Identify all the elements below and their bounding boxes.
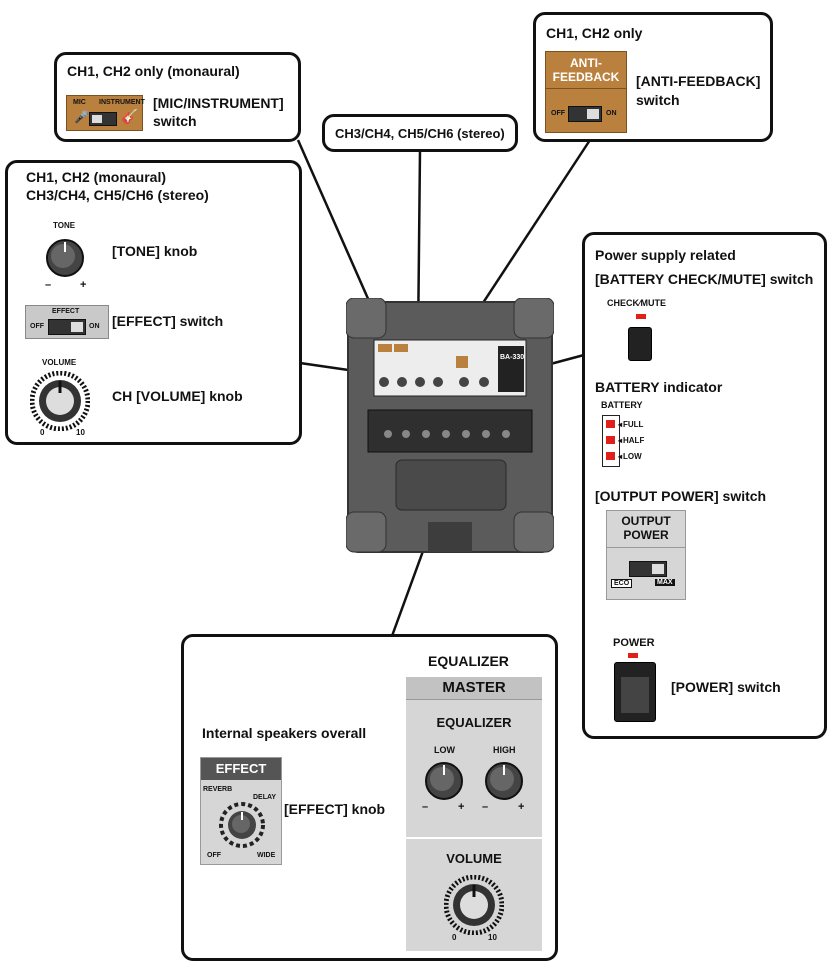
battery-level-full: FULL [623, 420, 644, 429]
master-panel-label: MASTER [442, 679, 506, 696]
master-effect-knob[interactable] [219, 802, 265, 848]
battery-caption: BATTERY [601, 400, 643, 410]
effect-wide-position-label: WIDE [257, 852, 276, 859]
output-panel-line1: OUTPUT [621, 514, 671, 528]
effect-panel: EFFECT OFF ON [25, 305, 109, 339]
box-heading-line1: CH1, CH2 (monaural) [26, 169, 167, 185]
effect-switch[interactable] [48, 319, 86, 335]
power-led [628, 653, 638, 658]
master-effect-knob-label: [EFFECT] knob [284, 801, 386, 817]
eq-high-knob[interactable] [484, 761, 524, 801]
volume-max: 10 [76, 428, 85, 437]
output-panel-line2: POWER [623, 528, 669, 542]
tone-minus: – [45, 279, 52, 291]
master-volume-panel-label: VOLUME [446, 851, 502, 866]
anti-feedback-on-label: ON [606, 110, 617, 117]
box-heading: CH3/CH4, CH5/CH6 (stereo) [335, 126, 505, 141]
anti-feedback-panel-line2: FEEDBACK [552, 70, 620, 84]
equalizer-heading: EQUALIZER [428, 653, 509, 669]
panel-instrument-label: INSTRUMENT [99, 99, 145, 106]
guitar-icon: 🎸 [121, 108, 139, 124]
eq-high-plus: + [518, 801, 525, 813]
master-panel: MASTER EQUALIZER LOW HIGH – + – + VOLUME… [406, 677, 542, 951]
anti-feedback-switch[interactable] [568, 106, 602, 122]
battery-led-half [606, 436, 615, 444]
tone-knob-label: [TONE] knob [112, 243, 198, 259]
internal-speakers-heading: Internal speakers overall [202, 725, 367, 741]
output-eco-label: ECO [611, 579, 633, 588]
master-volume-min: 0 [452, 933, 457, 942]
eq-low-plus: + [458, 801, 465, 813]
battery-level-low: LOW [623, 452, 642, 461]
check-mute-led [636, 314, 646, 319]
check-mute-caption: CHECK⁄MUTE [607, 298, 667, 308]
output-power-switch[interactable] [629, 561, 667, 577]
tone-plus: + [80, 279, 87, 291]
battery-check-mute-switch[interactable] [628, 327, 652, 361]
eq-high-minus: – [482, 801, 489, 813]
amp-model-label: BA-330 [500, 354, 525, 361]
master-effect-panel-label: EFFECT [215, 761, 267, 776]
battery-indicator [602, 415, 620, 467]
box-master: EQUALIZER MASTER EQUALIZER LOW HIGH – + … [181, 634, 558, 961]
amplifier-illustration: BA-330 [345, 297, 555, 558]
mic-instrument-label-2: switch [153, 113, 197, 129]
box-power-related: Power supply related [BATTERY CHECK/MUTE… [582, 232, 827, 739]
tone-knob[interactable] [45, 238, 85, 278]
master-effect-panel: EFFECT REVERB DELAY OFF WIDE [200, 757, 282, 865]
mic-icon: 🎤 [74, 110, 89, 124]
effect-panel-label: EFFECT [52, 308, 80, 315]
eq-panel-label: EQUALIZER [436, 715, 512, 730]
box-heading: CH1, CH2 only (monaural) [67, 63, 240, 79]
output-power-heading: [OUTPUT POWER] switch [595, 488, 767, 504]
eq-high-label: HIGH [493, 745, 516, 755]
volume-knob-label: CH [VOLUME] knob [112, 388, 243, 404]
tone-caption: TONE [53, 221, 76, 230]
power-caption: POWER [613, 637, 655, 649]
battery-led-low [606, 452, 615, 460]
effect-reverb-label: REVERB [203, 786, 233, 793]
anti-feedback-panel: ANTI- FEEDBACK OFF ON [545, 51, 627, 133]
effect-delay-label: DELAY [253, 794, 277, 801]
power-switch-label: [POWER] switch [671, 679, 781, 695]
master-volume-knob[interactable] [443, 874, 505, 936]
volume-caption: VOLUME [42, 358, 77, 367]
box-stereo: CH3/CH4, CH5/CH6 (stereo) [322, 114, 518, 152]
volume-min: 0 [40, 428, 45, 437]
output-max-label: MAX [655, 579, 675, 586]
effect-switch-label: [EFFECT] switch [112, 313, 224, 329]
power-switch[interactable] [614, 662, 656, 722]
effect-on-label: ON [89, 323, 100, 330]
anti-feedback-off-label: OFF [551, 110, 565, 117]
power-heading-1: Power supply related [595, 247, 736, 263]
master-volume-max: 10 [488, 933, 497, 942]
output-power-panel: OUTPUT POWER ECO MAX [606, 510, 686, 600]
box-mic-instrument: CH1, CH2 only (monaural) MIC INSTRUMENT … [54, 52, 301, 142]
eq-low-minus: – [422, 801, 429, 813]
mic-instrument-panel: MIC INSTRUMENT 🎤 🎸 [66, 95, 145, 131]
mic-instrument-label-1: [MIC/INSTRUMENT] [153, 95, 284, 111]
battery-led-full [606, 420, 615, 428]
power-heading-2: [BATTERY CHECK/MUTE] switch [595, 271, 814, 287]
box-heading: CH1, CH2 only [546, 25, 643, 41]
panel-mic-label: MIC [73, 99, 86, 106]
battery-indicator-heading: BATTERY indicator [595, 379, 723, 395]
battery-level-half: HALF [623, 436, 645, 445]
box-channel-controls: CH1, CH2 (monaural) CH3/CH4, CH5/CH6 (st… [5, 160, 302, 445]
effect-off-label: OFF [30, 323, 44, 330]
eq-low-knob[interactable] [424, 761, 464, 801]
anti-feedback-label-2: switch [636, 92, 680, 108]
anti-feedback-panel-line1: ANTI- [570, 56, 602, 70]
eq-low-label: LOW [434, 745, 455, 755]
box-anti-feedback: CH1, CH2 only ANTI- FEEDBACK OFF ON [ANT… [533, 12, 773, 142]
effect-off-position-label: OFF [207, 852, 221, 859]
box-heading-line2: CH3/CH4, CH5/CH6 (stereo) [26, 187, 209, 203]
channel-volume-knob[interactable] [29, 370, 91, 432]
anti-feedback-label-1: [ANTI-FEEDBACK] [636, 73, 761, 89]
mic-instrument-switch[interactable] [89, 112, 117, 126]
